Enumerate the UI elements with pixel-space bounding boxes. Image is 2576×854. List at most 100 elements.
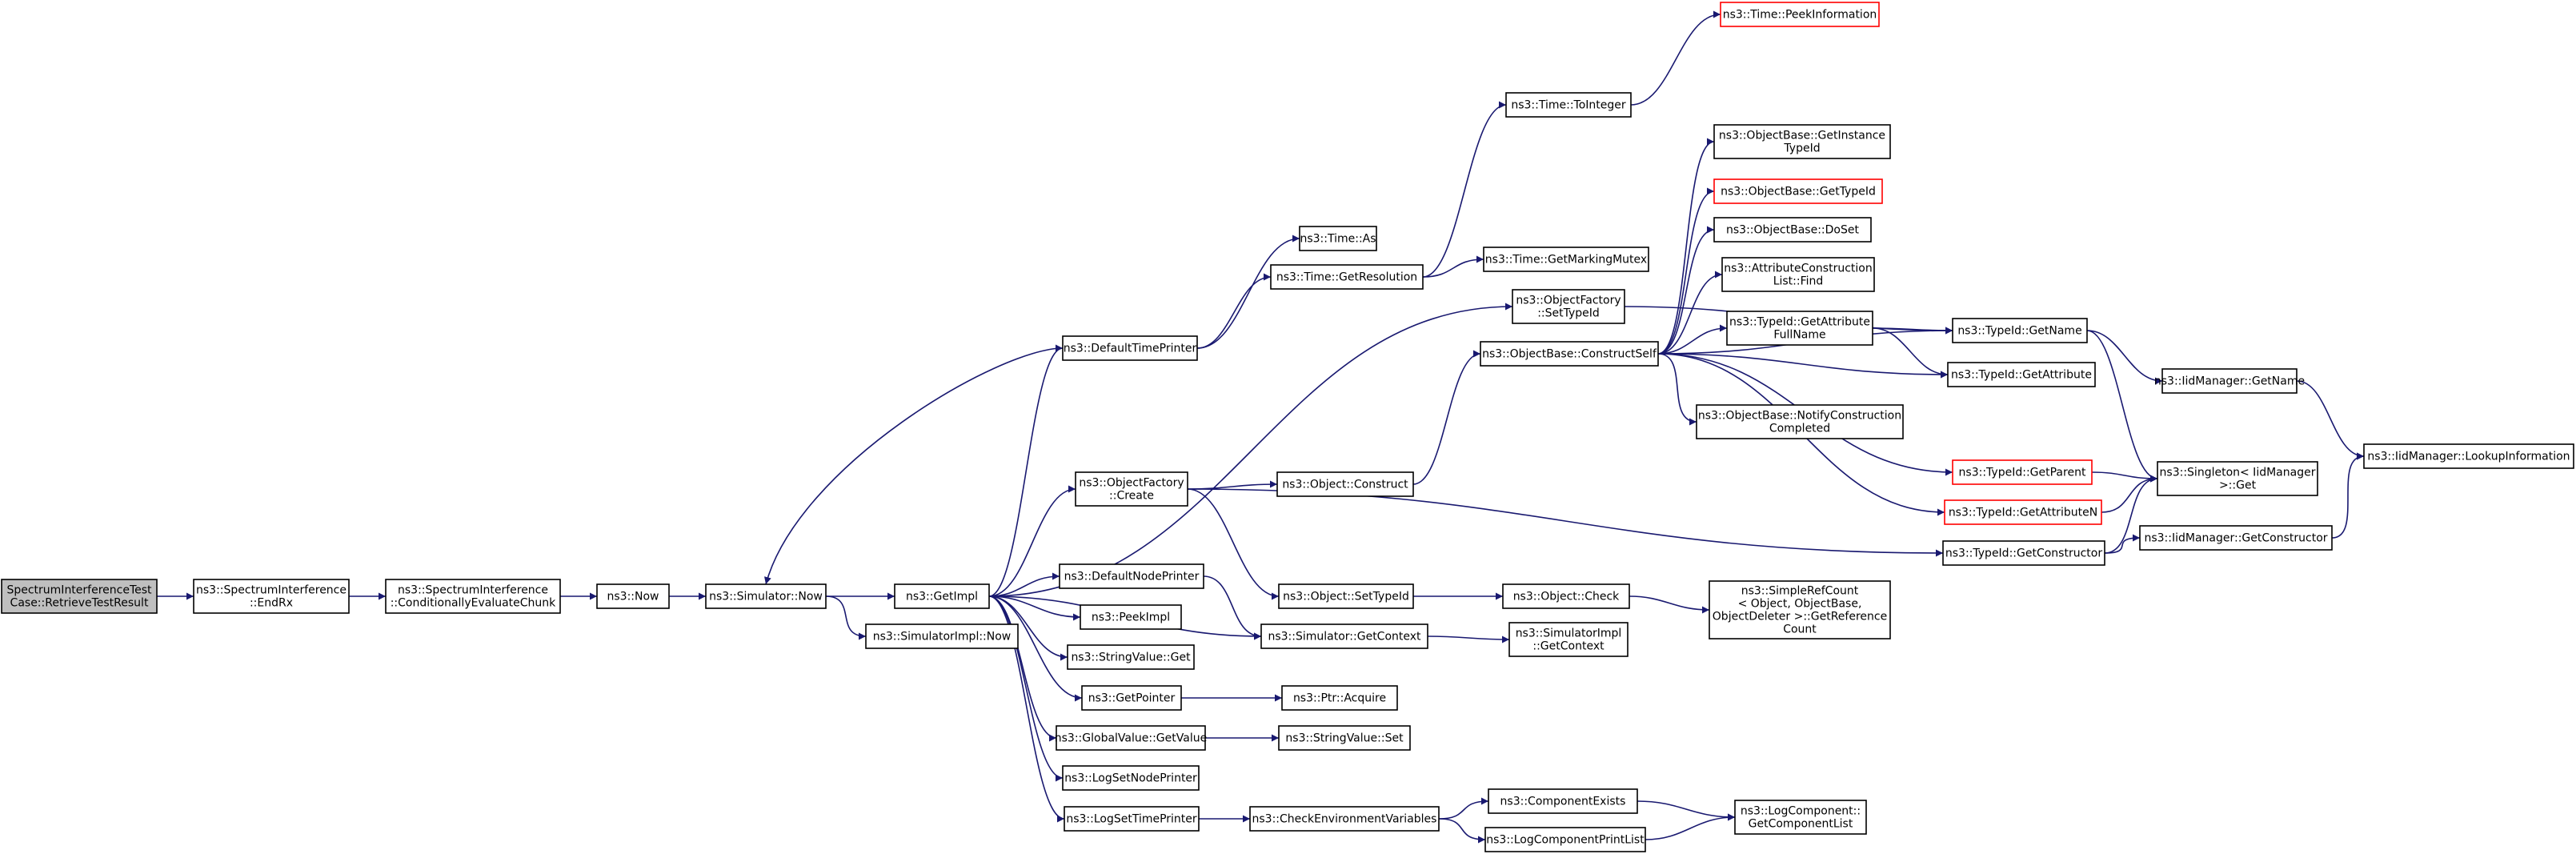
node-markmutex[interactable]: ns3::Time::GetMarkingMutex bbox=[1483, 247, 1649, 272]
node-endrx[interactable]: ns3::SpectrumInterference::EndRx bbox=[193, 579, 350, 614]
node-getparent[interactable]: ns3::TypeId::GetParent bbox=[1952, 459, 2093, 485]
node-ofsettid[interactable]: ns3::ObjectFactory::SetTypeId bbox=[1512, 289, 1625, 324]
edge-getattrn-to-singleton bbox=[2101, 475, 2158, 513]
node-label: ns3::StringValue::Get bbox=[1071, 652, 1191, 664]
node-label: ns3::DefaultTimePrinter bbox=[1064, 343, 1197, 355]
node-label: ns3::LogSetTimePrinter bbox=[1066, 813, 1197, 826]
node-obgettid[interactable]: ns3::ObjectBase::GetTypeId bbox=[1713, 178, 1883, 204]
node-box bbox=[1488, 788, 1638, 814]
node-ptracquire[interactable]: ns3::Ptr::Acquire bbox=[1281, 685, 1398, 711]
edge-tointeger-to-peekinfo bbox=[1630, 10, 1721, 106]
node-logsetnp[interactable]: ns3::LogSetNodePrinter bbox=[1062, 765, 1200, 791]
node-checkenv[interactable]: ns3::CheckEnvironmentVariables bbox=[1249, 806, 1440, 832]
node-simnow[interactable]: ns3::Simulator::Now bbox=[705, 583, 827, 609]
node-label: ns3::GetImpl bbox=[906, 591, 978, 603]
node-box bbox=[1278, 725, 1411, 751]
node-label: ns3::Ptr::Acquire bbox=[1293, 692, 1386, 705]
node-iidgetname[interactable]: ns3::IidManager::GetName bbox=[2154, 368, 2305, 394]
node-getimpl[interactable]: ns3::GetImpl bbox=[894, 583, 990, 609]
edge-constructself-to-obgettid bbox=[1657, 187, 1715, 355]
node-cond[interactable]: ns3::SpectrumInterference::Conditionally… bbox=[385, 579, 561, 614]
edge-checkenv-to-compprint bbox=[1438, 818, 1486, 844]
node-root[interactable]: SpectrumInterferenceTestCase::RetrieveTe… bbox=[1, 579, 158, 614]
node-label: ::GetContext bbox=[1532, 640, 1604, 653]
node-simimplnow[interactable]: ns3::SimulatorImpl::Now bbox=[865, 623, 1019, 649]
node-peekinfo[interactable]: ns3::Time::PeekInformation bbox=[1720, 2, 1880, 27]
edge-constructself-to-tidgetattr bbox=[1657, 353, 1949, 379]
node-label: ::EndRx bbox=[250, 597, 293, 610]
node-label: ObjectDeleter >::GetReference bbox=[1713, 611, 1887, 623]
node-doset[interactable]: ns3::ObjectBase::DoSet bbox=[1713, 217, 1872, 243]
node-singleton[interactable]: ns3::Singleton< IidManager>::Get bbox=[2157, 461, 2318, 496]
node-label: FullName bbox=[1773, 329, 1825, 342]
node-logsettp[interactable]: ns3::LogSetTimePrinter bbox=[1064, 806, 1200, 832]
edge-simgetctx-to-simimplctx bbox=[1427, 635, 1510, 644]
node-box bbox=[2161, 368, 2298, 394]
node-ofcreate[interactable]: ns3::ObjectFactory::Create bbox=[1075, 471, 1188, 507]
node-compprint[interactable]: ns3::LogComponentPrintList bbox=[1484, 827, 1646, 852]
node-constructself[interactable]: ns3::ObjectBase::ConstructSelf bbox=[1480, 341, 1659, 367]
node-box bbox=[1067, 644, 1195, 670]
node-label: ns3::ObjectBase::NotifyConstruction bbox=[1698, 410, 1901, 423]
node-label: ::SetTypeId bbox=[1537, 307, 1600, 320]
edge-constructself-to-attrfind bbox=[1657, 271, 1723, 355]
node-label: ns3::LogComponentPrintList bbox=[1486, 834, 1645, 847]
node-objcheck[interactable]: ns3::Object::Check bbox=[1502, 583, 1630, 609]
edge-getattrfull-to-tidgetname bbox=[1872, 327, 1953, 335]
node-tidgetctor[interactable]: ns3::TypeId::GetConstructor bbox=[1942, 540, 2105, 566]
node-defnp[interactable]: ns3::DefaultNodePrinter bbox=[1059, 563, 1204, 589]
node-iidgetctor[interactable]: ns3::IidManager::GetConstructor bbox=[2139, 525, 2333, 551]
node-tidgetattr[interactable]: ns3::TypeId::GetAttribute bbox=[1947, 362, 2096, 387]
node-compexists[interactable]: ns3::ComponentExists bbox=[1488, 788, 1638, 814]
node-simplerc[interactable]: ns3::SimpleRefCount< Object, ObjectBase,… bbox=[1709, 580, 1891, 639]
node-label: ns3::TypeId::GetParent bbox=[1959, 467, 2086, 479]
edge-getimpl-to-logsettp bbox=[988, 595, 1065, 823]
node-label: ns3::Object::SetTypeId bbox=[1283, 591, 1409, 603]
node-getcomplist[interactable]: ns3::LogComponent::GetComponentList bbox=[1734, 800, 1867, 835]
node-getres[interactable]: ns3::Time::GetResolution bbox=[1270, 264, 1424, 290]
node-objconstruct[interactable]: ns3::Object::Construct bbox=[1276, 471, 1414, 497]
node-box bbox=[1081, 685, 1182, 711]
node-box bbox=[1713, 217, 1872, 243]
edge-objconstruct-to-constructself bbox=[1412, 350, 1481, 485]
node-simgetctx[interactable]: ns3::Simulator::GetContext bbox=[1260, 623, 1428, 649]
node-label: ns3::TypeId::GetAttribute bbox=[1951, 369, 2092, 382]
node-box bbox=[1249, 806, 1440, 832]
edge-compprint-to-getcomplist bbox=[1645, 813, 1736, 840]
node-label: ns3::Object::Check bbox=[1513, 591, 1620, 603]
node-label: ns3::Object::Construct bbox=[1282, 479, 1408, 491]
node-label: ns3::StringValue::Set bbox=[1285, 732, 1404, 745]
node-tointeger[interactable]: ns3::Time::ToInteger bbox=[1505, 92, 1632, 118]
node-timeas[interactable]: ns3::Time::As bbox=[1299, 226, 1377, 251]
edge-getres-to-markmutex bbox=[1422, 255, 1484, 278]
node-label: ::Create bbox=[1109, 490, 1154, 503]
edge-defnp-to-simgetctx bbox=[1203, 575, 1262, 640]
node-lookup[interactable]: ns3::IidManager::LookupInformation bbox=[2363, 443, 2574, 469]
node-simimplctx[interactable]: ns3::SimulatorImpl::GetContext bbox=[1508, 622, 1629, 657]
node-label: >::Get bbox=[2219, 479, 2257, 492]
node-box bbox=[1734, 800, 1867, 835]
node-tidgetname[interactable]: ns3::TypeId::GetName bbox=[1952, 318, 2088, 343]
node-label: Case::RetrieveTestResult bbox=[10, 597, 149, 610]
node-getattrn[interactable]: ns3::TypeId::GetAttributeN bbox=[1944, 499, 2102, 525]
node-getpointer[interactable]: ns3::GetPointer bbox=[1081, 685, 1182, 711]
node-peekimpl[interactable]: ns3::PeekImpl bbox=[1080, 604, 1182, 630]
node-gvgetvalue[interactable]: ns3::GlobalValue::GetValue bbox=[1055, 725, 1207, 751]
node-now[interactable]: ns3::Now bbox=[596, 583, 670, 609]
node-label: ns3::Time::As bbox=[1300, 233, 1376, 246]
node-box bbox=[1062, 765, 1200, 791]
node-strset[interactable]: ns3::StringValue::Set bbox=[1278, 725, 1411, 751]
node-label: ns3::Simulator::Now bbox=[709, 591, 823, 603]
node-deftp[interactable]: ns3::DefaultTimePrinter bbox=[1062, 335, 1198, 361]
node-objsettid[interactable]: ns3::Object::SetTypeId bbox=[1278, 583, 1414, 609]
node-box bbox=[1947, 362, 2096, 387]
node-box bbox=[894, 583, 990, 609]
node-box bbox=[2139, 525, 2333, 551]
node-label: ns3::Singleton< IidManager bbox=[2160, 467, 2316, 479]
node-strget[interactable]: ns3::StringValue::Get bbox=[1067, 644, 1195, 670]
node-notify[interactable]: ns3::ObjectBase::NotifyConstructionCompl… bbox=[1696, 404, 1904, 439]
